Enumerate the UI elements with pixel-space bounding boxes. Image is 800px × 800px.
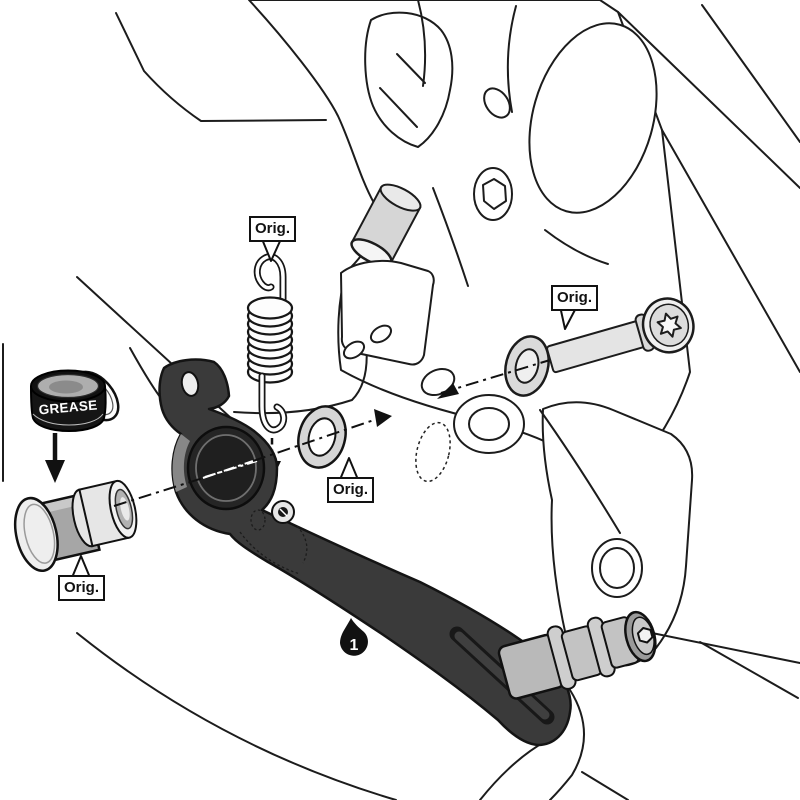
torx-star-icon <box>656 312 682 338</box>
grease-apply-arrow <box>45 433 65 483</box>
orig-label-bolt: Orig. <box>551 285 599 311</box>
grease-tin-label: GREASE <box>38 397 98 417</box>
frame-bracket <box>339 259 435 366</box>
orig-label-spring: Orig. <box>249 216 297 242</box>
part-1-number: 1 <box>350 637 359 654</box>
pivot-axis-line <box>113 409 392 507</box>
pivot-washer <box>297 405 347 469</box>
bolt-axis-line <box>437 356 561 399</box>
lever-eye-hole <box>180 371 200 397</box>
orig-label-washer: Orig. <box>327 477 375 503</box>
hidden-hole-outline <box>415 421 451 483</box>
pivot-shaft <box>350 183 422 267</box>
part-1-callout: 1 <box>340 618 368 656</box>
torx-bolt <box>546 297 695 374</box>
return-spring <box>246 253 294 434</box>
label-pointers <box>70 238 578 581</box>
grease-tin: GREASE <box>29 369 120 433</box>
hex-socket-icon <box>636 627 654 644</box>
toe-peg <box>497 610 657 700</box>
pivot-bushing <box>13 479 138 573</box>
gear-lever <box>158 358 572 747</box>
orig-label-bushing: Orig. <box>58 575 106 601</box>
